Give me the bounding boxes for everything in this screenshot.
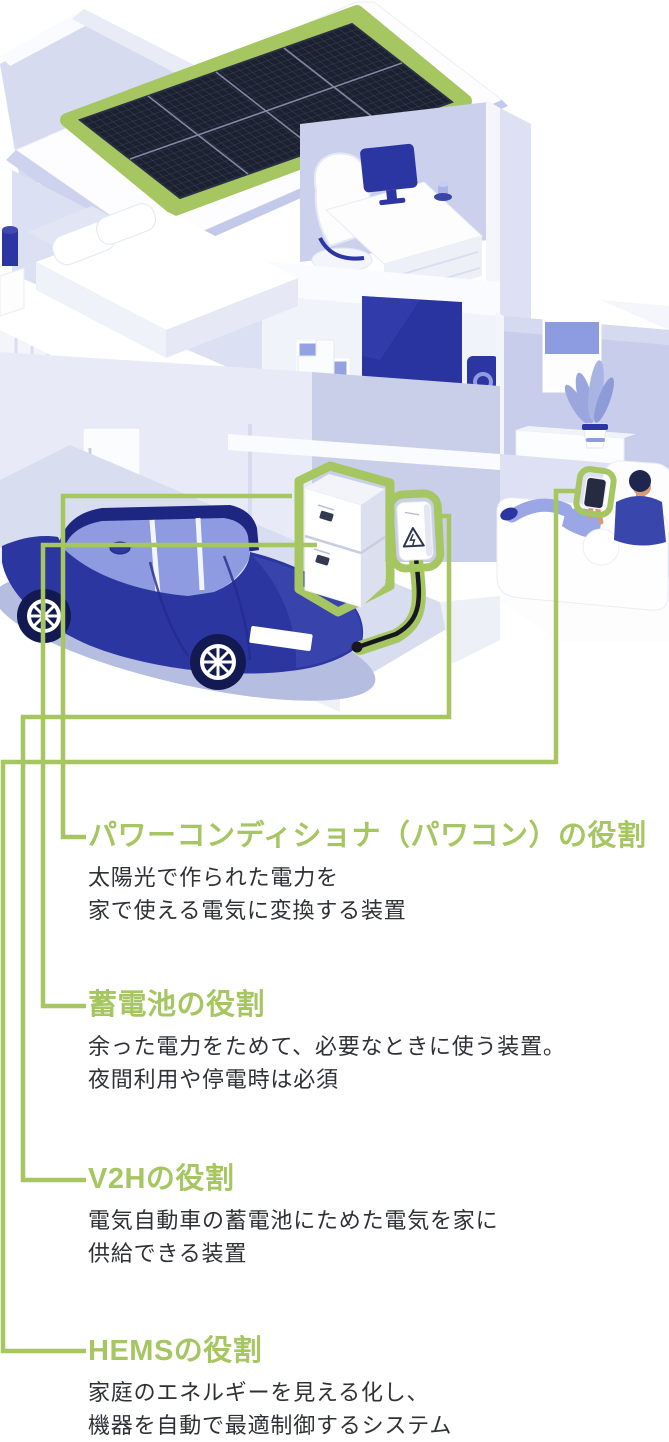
hems-heading: HEMSの役割 <box>88 1335 263 1367</box>
pillow <box>95 203 157 245</box>
v2h-description: 電気自動車の蓄電池にためた電気を家に 供給できる装置 <box>88 1208 499 1266</box>
v2h-highlight-outline <box>385 489 445 573</box>
license-plate <box>249 626 313 651</box>
desk-lamp <box>434 181 452 201</box>
battery-description: 余った電力をためて、必要なときに使う装置。 夜間利用や停電時は必須 <box>88 1034 566 1092</box>
power-conditioner-description: 太陽光で作られた電力を 家で使える電気に変換する装置 <box>88 865 407 923</box>
power-conditioner-label <box>317 504 335 522</box>
person-sitting <box>614 470 666 546</box>
computer-monitor <box>360 143 418 206</box>
hems-description: 家庭のエネルギーを見える化し、 機器を自動で最適制御するシステム <box>88 1380 453 1438</box>
power-conditioner-heading: パワーコンディショナ（パワコン）の役割 <box>88 820 647 852</box>
car-wheel-front <box>190 634 246 690</box>
warning-triangle-icon <box>402 527 425 548</box>
plant <box>564 360 614 424</box>
callout-lines <box>0 488 581 1354</box>
plant-pot <box>582 423 608 449</box>
section-hems: HEMSの役割 家庭のエネルギーを見える化し、 機器を自動で最適制御するシステム <box>88 1335 663 1442</box>
solar-panel <box>60 5 472 216</box>
section-battery: 蓄電池の役割 余った電力をためて、必要なときに使う装置。 夜間利用や停電時は必須 <box>88 989 663 1096</box>
smartphone <box>582 476 608 510</box>
solar-panel-module-dividers <box>129 47 403 175</box>
callout-line-power-conditioner <box>60 493 292 840</box>
v2h-heading: V2Hの役割 <box>88 1163 235 1195</box>
bed <box>28 203 298 358</box>
callout-line-v2h <box>20 513 452 1183</box>
callout-line-battery <box>40 542 317 1009</box>
battery-heading: 蓄電池の役割 <box>88 989 266 1021</box>
power-conditioner-battery-unit <box>294 461 395 617</box>
v2h-charger <box>385 489 445 573</box>
lounge <box>496 300 669 479</box>
equipment-highlight-outline <box>294 461 395 617</box>
battery-label <box>313 548 331 566</box>
section-power-conditioner: パワーコンディショナ（パワコン）の役割 太陽光で作られた電力を 家で使える電気に… <box>88 820 663 927</box>
nightstand-lamp <box>0 226 25 317</box>
callout-line-hems <box>0 488 581 1354</box>
section-v2h: V2Hの役割 電気自動車の蓄電池にためた電気を家に 供給できる装置 <box>88 1163 663 1270</box>
window <box>542 319 602 393</box>
